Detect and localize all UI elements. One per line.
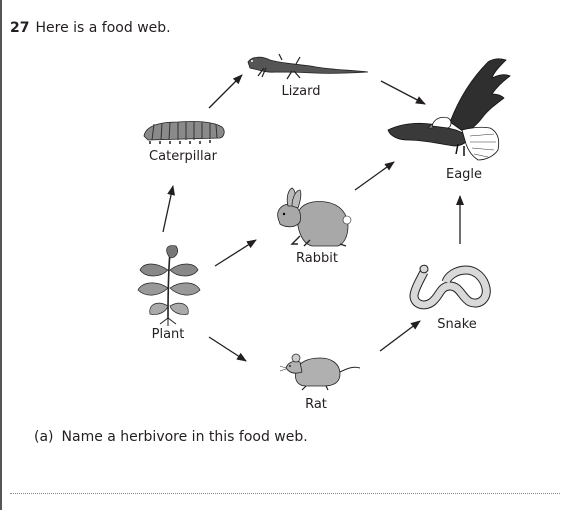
part-a-text: Name a herbivore in this food web. — [61, 429, 308, 445]
label-lizard: Lizard — [281, 84, 321, 99]
answer-line[interactable] — [10, 493, 560, 494]
label-eagle: Eagle — [445, 167, 483, 182]
label-plant: Plant — [151, 327, 185, 342]
question-text: Here is a food web. — [35, 20, 171, 36]
question-number: 27 — [10, 20, 30, 36]
left-margin-rule — [0, 0, 2, 510]
label-rat: Rat — [305, 397, 327, 412]
label-caterpillar: Caterpillar — [149, 149, 217, 164]
lizard-icon — [247, 53, 369, 80]
arrow-plant-to-rat — [208, 336, 247, 362]
question-part-a: (a) Name a herbivore in this food web. — [34, 429, 308, 445]
rabbit-icon — [277, 187, 352, 247]
label-rabbit: Rabbit — [296, 251, 338, 266]
eagle-icon — [387, 58, 511, 161]
question-heading: 27 Here is a food web. — [10, 20, 171, 36]
arrow-plant-to-rabbit — [214, 239, 257, 267]
arrow-lizard-to-eagle — [380, 80, 426, 105]
plant-icon — [137, 245, 201, 326]
arrow-plant-to-caterpillar — [162, 185, 175, 233]
caterpillar-icon — [143, 121, 225, 144]
arrow-rabbit-to-eagle — [354, 161, 395, 191]
part-a-label: (a) — [34, 429, 54, 445]
snake-icon — [409, 264, 491, 310]
label-snake: Snake — [437, 317, 477, 332]
food-web-arrows — [162, 74, 464, 362]
arrow-rat-to-snake — [379, 320, 421, 352]
arrow-caterpillar-to-lizard — [208, 74, 243, 109]
rat-icon — [279, 353, 361, 391]
